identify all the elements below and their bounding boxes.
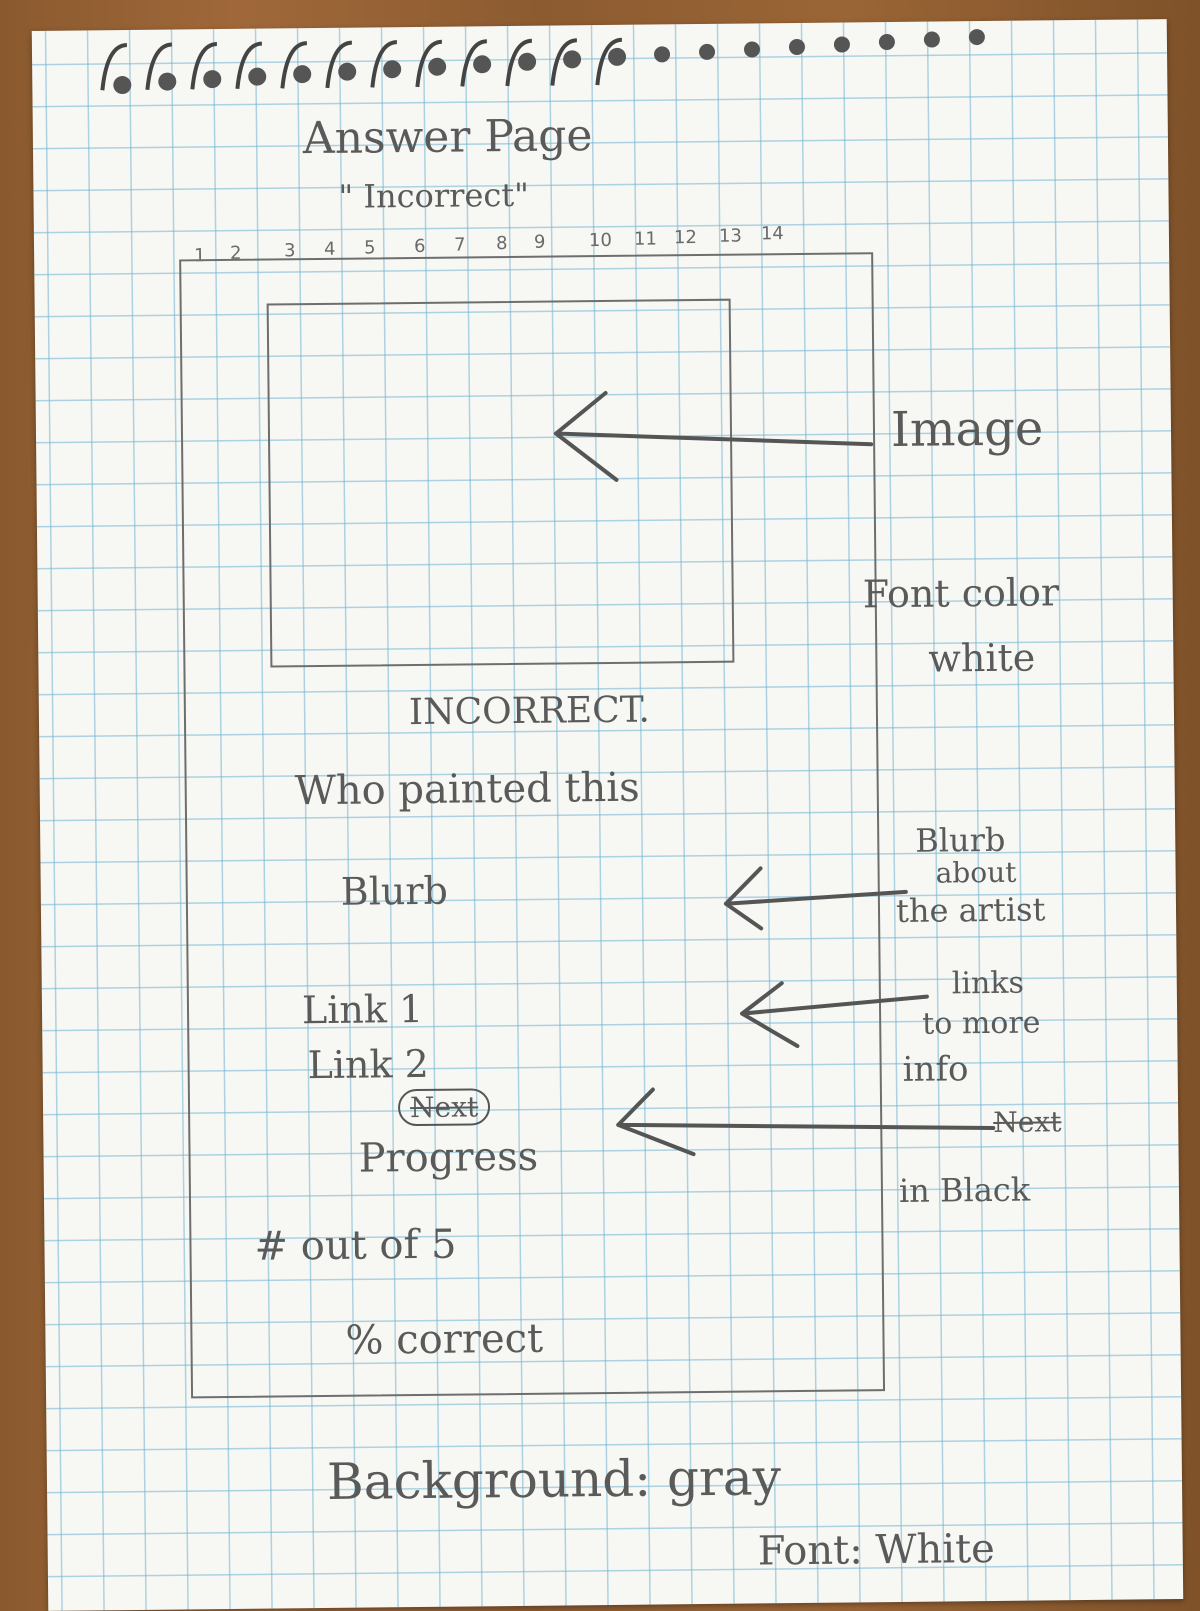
blurb-annotation: the artist xyxy=(895,890,1046,930)
font-color-annotation-value: white xyxy=(928,635,1036,681)
image-arrow-icon xyxy=(554,390,874,482)
background-annotation: Background: gray xyxy=(326,1448,782,1511)
blurb-annotation: Blurb xyxy=(915,820,1006,860)
font-color-annotation: Font color xyxy=(862,570,1060,617)
page-title: Answer Page xyxy=(302,110,593,165)
ruler-number: 14 xyxy=(760,223,784,245)
ruler-number: 9 xyxy=(533,231,546,253)
links-annotation: to more xyxy=(922,1005,1041,1042)
notebook-page: Answer Page " Incorrect" 1 2 3 4 5 6 7 8… xyxy=(31,19,1184,1611)
page-subtitle: " Incorrect" xyxy=(338,175,530,216)
spiral-binding xyxy=(100,29,985,95)
next-annotation: in Black xyxy=(898,1170,1031,1210)
ruler-number: 13 xyxy=(718,225,742,247)
percent-correct-text: % correct xyxy=(345,1315,544,1364)
blurb-text: Blurb xyxy=(340,868,449,914)
ruler-number: 5 xyxy=(363,237,376,259)
links-annotation: links xyxy=(951,965,1025,1002)
ruler-number: 8 xyxy=(495,233,508,255)
question-text: Who painted this xyxy=(294,764,640,815)
progress-label: Progress xyxy=(358,1133,539,1182)
blurb-annotation: about xyxy=(935,855,1017,890)
next-button[interactable]: Next xyxy=(397,1088,491,1127)
ruler-number: 6 xyxy=(413,235,426,257)
ruler-number: 4 xyxy=(323,238,336,260)
image-annotation: Image xyxy=(890,400,1044,459)
ruler-number: 7 xyxy=(453,234,466,256)
link-1[interactable]: Link 1 xyxy=(301,986,424,1033)
next-annotation: Next xyxy=(993,1105,1062,1139)
ruler-number: 11 xyxy=(633,228,657,250)
ruler-number: 10 xyxy=(588,229,612,252)
link-2[interactable]: Link 2 xyxy=(307,1041,429,1088)
ruler-number: 12 xyxy=(673,227,697,249)
score-text: # out of 5 xyxy=(254,1221,457,1270)
result-label: INCORRECT. xyxy=(408,689,651,734)
blurb-arrow-icon xyxy=(723,866,908,931)
next-arrow-icon xyxy=(616,1087,996,1157)
links-arrow-icon xyxy=(740,981,929,1049)
font-annotation: Font: White xyxy=(757,1525,996,1575)
